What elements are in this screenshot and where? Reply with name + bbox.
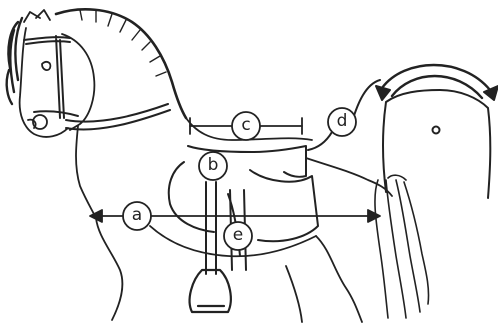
ear [24, 10, 50, 22]
label-c: c [232, 112, 260, 140]
label-b-text: b [208, 155, 219, 175]
label-e: e [224, 222, 252, 250]
bridle [24, 36, 78, 118]
measure-a-arrow-right [368, 210, 380, 222]
eye [42, 62, 50, 70]
tree-outline [383, 90, 490, 198]
arrowhead-left [376, 86, 390, 100]
label-c-text: c [241, 115, 250, 135]
label-a-text: a [132, 205, 142, 225]
label-e-text: e [233, 225, 243, 245]
stirrup-icon [190, 270, 231, 312]
label-a: a [123, 202, 151, 230]
mane [56, 9, 186, 118]
tree-center-hole [433, 127, 440, 134]
arrowhead-right [484, 86, 498, 100]
reins [66, 104, 170, 129]
label-b: b [199, 152, 227, 180]
neck-front [76, 126, 96, 218]
leader-d-to-saddle [308, 132, 332, 150]
label-d-text: d [337, 111, 348, 131]
hind-leg [286, 236, 362, 322]
label-d: d [328, 108, 356, 136]
chest [96, 218, 122, 320]
gullet-arc [382, 65, 490, 98]
tail [375, 175, 429, 318]
croup [306, 158, 392, 196]
